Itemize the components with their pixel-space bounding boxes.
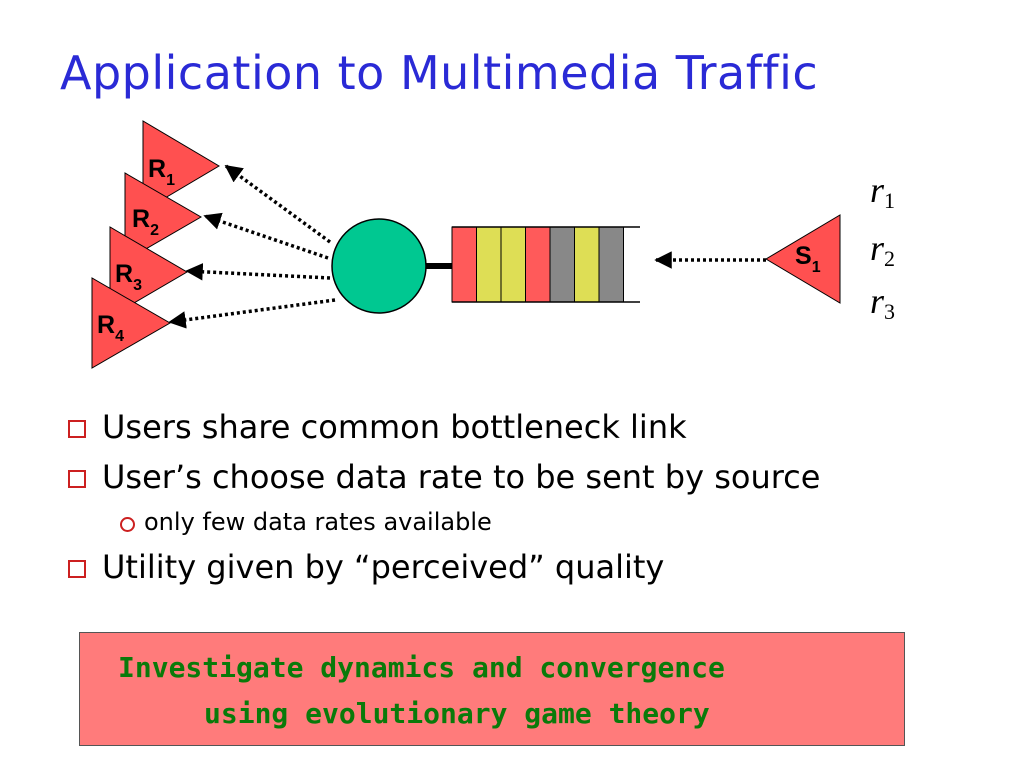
rate-r1: r1 [870,170,895,213]
square-bullet-icon [68,560,86,578]
square-bullet-icon [68,470,86,488]
callout-line-2: using evolutionary game theory [204,697,710,730]
bullet-item: User’s choose data rate to be sent by so… [68,452,820,502]
queue-packet [451,226,477,303]
bullet-list: Users share common bottleneck link User’… [68,402,820,592]
bullet-text: User’s choose data rate to be sent by so… [102,458,821,496]
callout-line-1: Investigate dynamics and convergence [118,651,725,684]
svg-text:R3: R3 [115,260,142,294]
slide-title: Application to Multimedia Traffic [60,46,819,100]
circle-bullet-icon [120,516,135,532]
bullet-item: Users share common bottleneck link [68,402,820,452]
arrow-to-r4 [168,298,336,329]
packet-queue [451,226,624,303]
queue-packet [525,226,551,303]
bullet-text: Utility given by “perceived” quality [102,548,665,586]
receiver-r1: R1 [142,120,220,212]
svg-text:R2: R2 [132,205,159,239]
svg-text:S1: S1 [795,242,821,276]
network-diagram: R1 R2 R3 R4 S1 r1 r2 r3 [91,120,895,369]
rate-r2: r2 [870,228,895,271]
svg-text:R1: R1 [148,155,175,189]
queue-packet [574,226,600,303]
queue-packet [476,226,502,303]
receiver-r2: R2 [124,172,202,262]
arrow-to-r1 [224,164,332,244]
queue-packet [598,226,624,303]
rate-labels: r1 r2 r3 [870,170,895,324]
arrow-to-r2 [203,212,329,260]
svg-text:R4: R4 [97,311,124,345]
callout-box: Investigate dynamics and convergence usi… [79,632,905,746]
receiver-r4: R4 [91,277,172,369]
queue-packet [500,226,526,303]
arrow-to-r3 [185,263,331,281]
rate-r3: r3 [870,281,895,324]
sub-bullet-item: only few data rates available [120,502,820,542]
source-s1: S1 [765,214,841,304]
router-node [331,218,427,314]
receiver-r3: R3 [109,226,188,318]
square-bullet-icon [68,420,86,438]
bullet-text: Users share common bottleneck link [102,408,687,446]
bullet-item: Utility given by “perceived” quality [68,542,820,592]
sub-bullet-text: only few data rates available [144,508,492,536]
queue-packet [549,226,575,303]
